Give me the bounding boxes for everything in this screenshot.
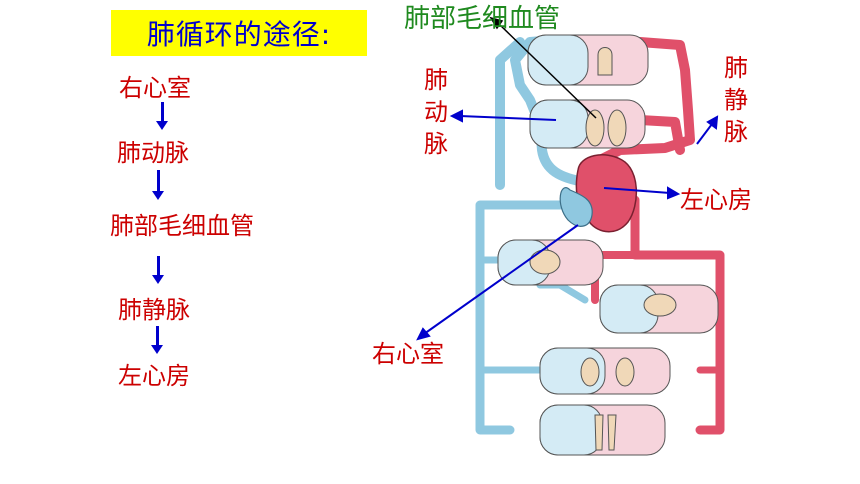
label-right-ventricle: 右心室 [372,340,444,368]
label-pulmonary-artery: 肺 动 脉 [424,66,448,158]
pointer-capillary-line [499,24,597,119]
flow-arrow-1 [156,102,168,130]
capillary-bed-kidneys [539,347,671,395]
vena-cava-vessel [475,200,580,435]
label-pulmonary-capillaries: 肺部毛细血管 [404,4,561,34]
label-pulmonary-vein: 肺 静 脉 [724,54,748,146]
pulmonary-artery-vessel [510,35,590,187]
capillary-bed-head [527,34,649,86]
flow-arrow-2 [152,170,164,200]
step-pulmonary-artery: 肺动脉 [117,139,189,167]
capillary-bed-legs [539,404,666,456]
step-pulmonary-capillaries: 肺部毛细血管 [110,212,254,240]
title-box: 肺循环的途径: [111,10,367,56]
step-right-ventricle: 右心室 [119,74,191,102]
heart [559,154,638,233]
pointer-artery-line [459,115,557,121]
flow-arrow-3 [152,256,164,284]
step-left-atrium: 左心房 [118,362,190,390]
pointer-right-ventricle-line [423,224,579,335]
capillary-bed-lungs [529,99,646,149]
title: 肺循环的途径: [146,18,332,51]
pointer-vein-line [696,123,713,145]
step-pulmonary-vein: 肺静脉 [118,296,190,324]
capillary-bed-digestive-2 [599,284,719,334]
label-left-atrium: 左心房 [680,186,752,214]
capillary-bed-digestive-1 [497,239,604,286]
pointer-left-atrium-line [603,187,671,194]
flow-arrow-4 [151,326,163,354]
